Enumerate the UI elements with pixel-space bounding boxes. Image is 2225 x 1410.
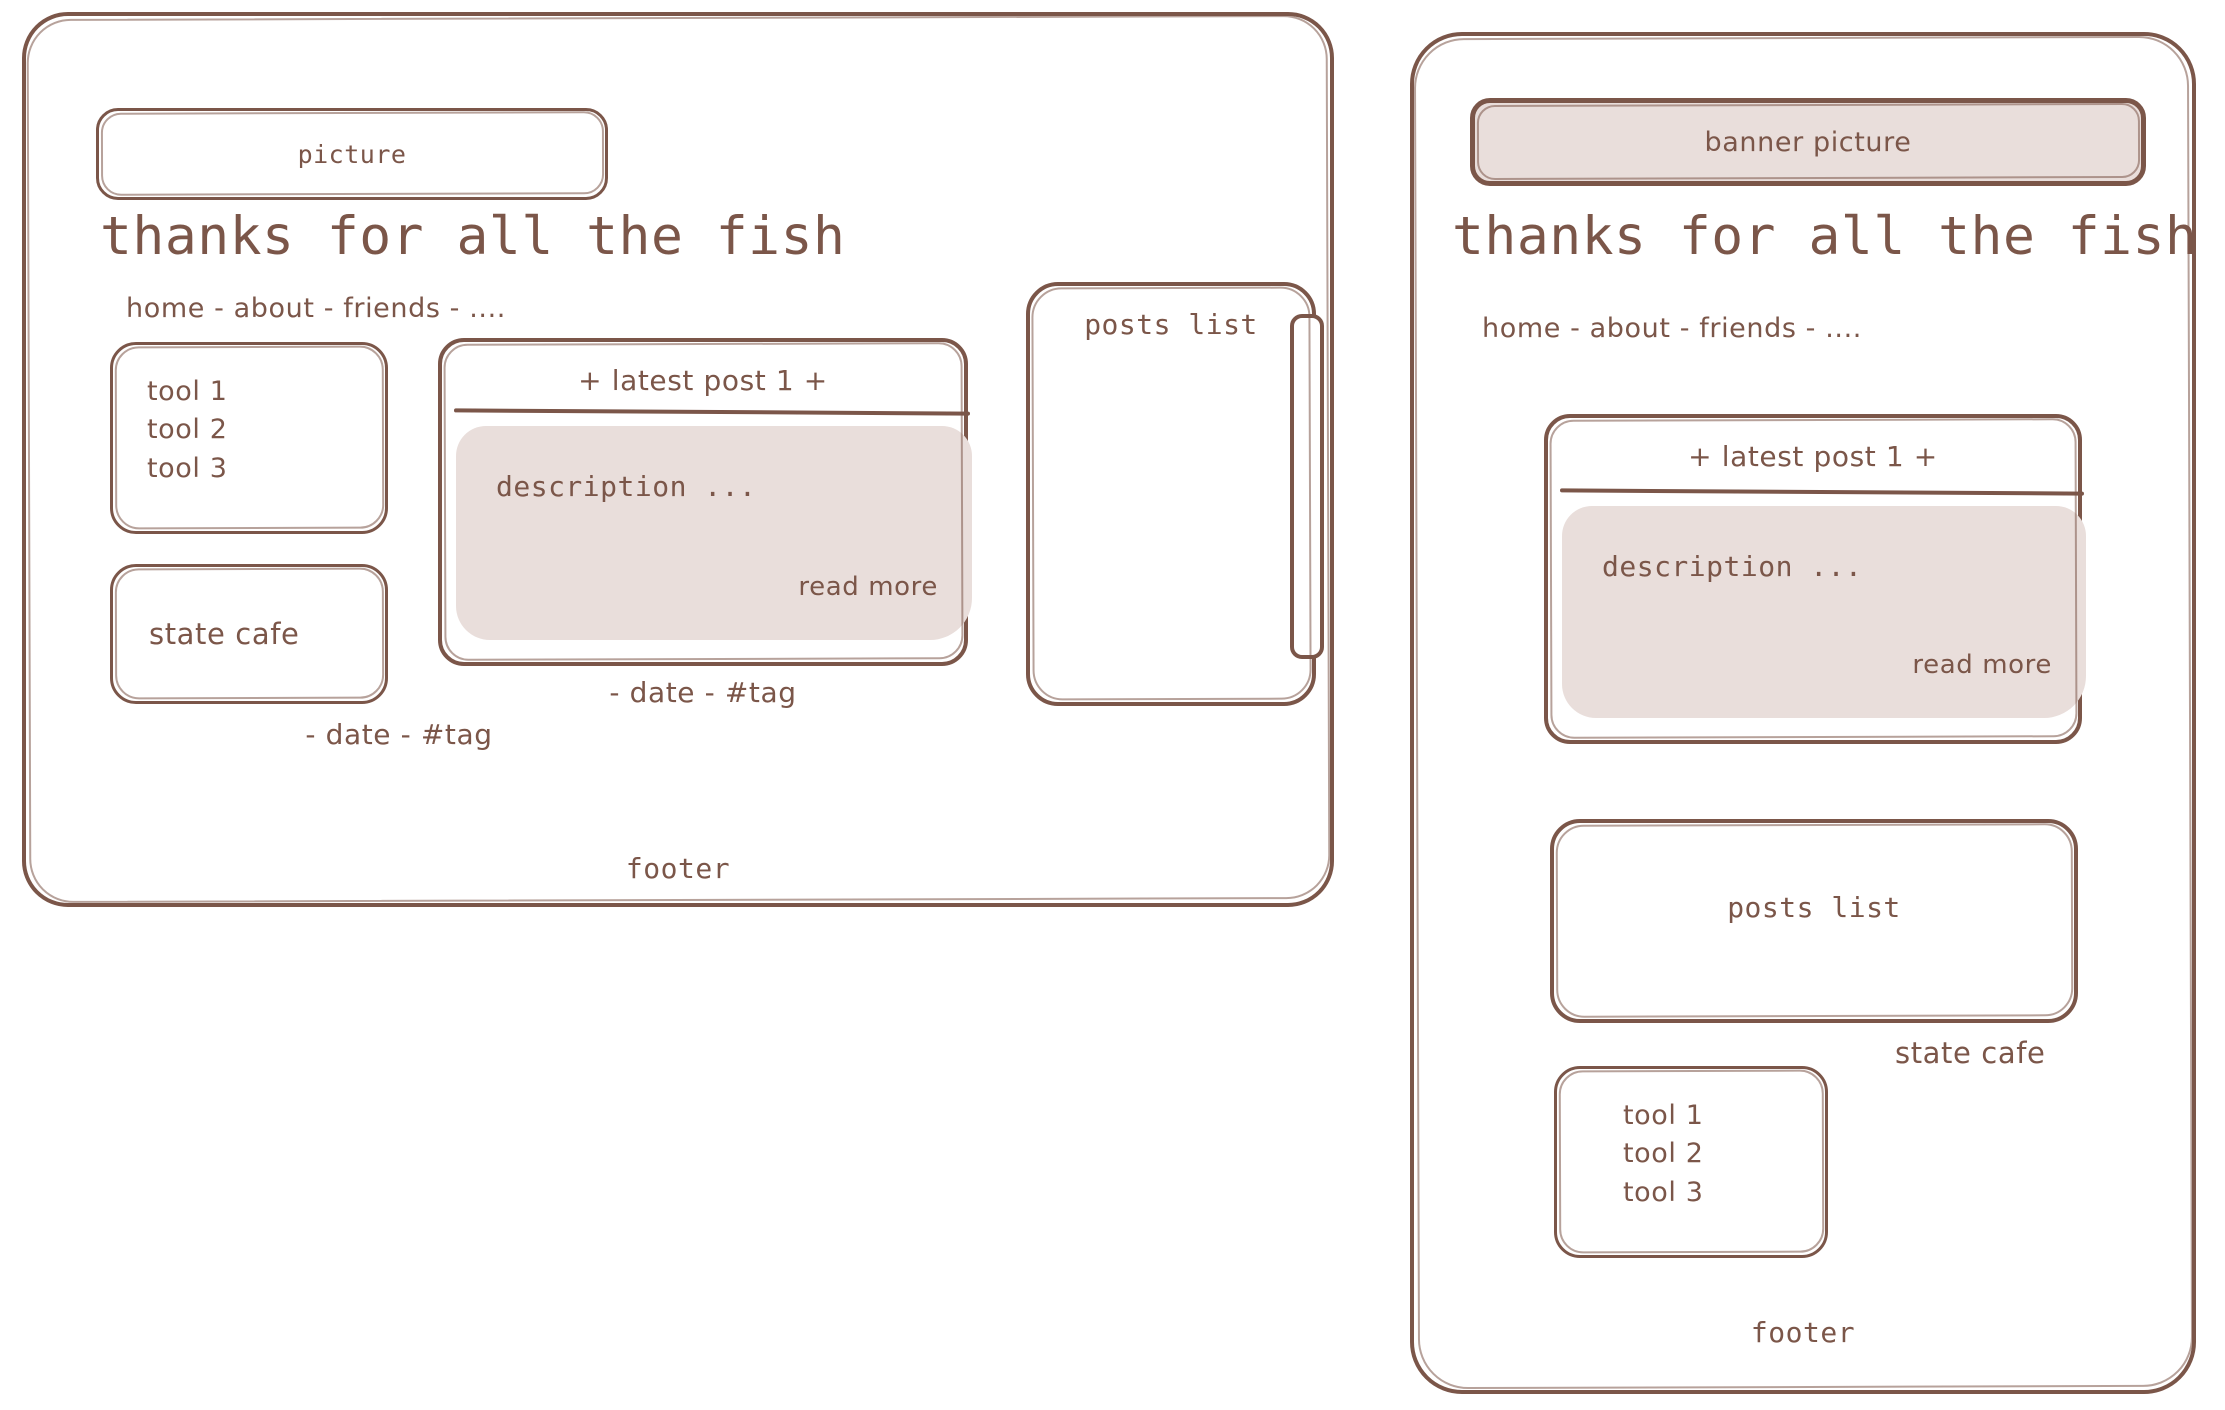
tools-panel[interactable]: tool 1 tool 2 tool 3 [1554,1066,1828,1258]
primary-nav[interactable]: home - about - friends - .... [1482,313,1862,344]
post-meta: - date - #tag [305,718,493,751]
posts-list-scrollbar[interactable] [1290,314,1324,659]
banner-label: banner picture [1704,126,1912,158]
posts-list-panel[interactable]: posts list [1550,819,2078,1023]
post-meta: - date - #tag [609,676,797,709]
read-more-link[interactable]: read more [1912,650,2052,680]
posts-list-panel[interactable]: posts list [1026,282,1324,706]
picture-label: picture [297,139,407,169]
state-cafe-panel[interactable]: state cafe [110,564,388,704]
primary-nav[interactable]: home - about - friends - .... [126,293,506,324]
post-description: description ... [496,470,757,503]
post-body: description ... read more [1562,506,2086,718]
footer-label: footer [1750,1316,1856,1349]
tool-item[interactable]: tool 2 [147,414,228,446]
tool-item[interactable]: tool 3 [147,452,228,484]
picture-placeholder[interactable]: picture [96,108,608,200]
tool-item[interactable]: tool 1 [147,376,228,407]
site-title: thanks for all the fish [100,206,846,267]
post-divider [453,408,971,416]
desktop-layout-frame: picture thanks for all the fish home - a… [22,12,1334,907]
state-cafe-label: state cafe [149,617,300,651]
latest-post-card[interactable]: + latest post 1 + description ... read m… [438,338,972,666]
posts-list-label: posts list [1727,891,1901,924]
post-body: description ... read more [456,426,972,640]
site-title: thanks for all the fish [1452,206,2198,267]
mobile-layout-frame: banner picture thanks for all the fish h… [1410,32,2198,1394]
post-title: + latest post 1 + [578,364,828,397]
posts-list-label: posts list [1084,308,1258,341]
post-divider [1559,488,2085,496]
footer-label: footer [625,852,731,885]
tool-item[interactable]: tool 3 [1623,1176,1704,1208]
post-title: + latest post 1 + [1688,440,1938,473]
state-cafe-label: state cafe [1895,1036,2046,1070]
read-more-link[interactable]: read more [798,572,938,602]
tools-panel[interactable]: tool 1 tool 2 tool 3 [110,342,388,534]
tool-item[interactable]: tool 2 [1623,1138,1704,1170]
latest-post-card[interactable]: + latest post 1 + description ... read m… [1544,414,2086,744]
banner-placeholder[interactable]: banner picture [1470,98,2146,186]
post-description: description ... [1602,550,1863,583]
tool-item[interactable]: tool 1 [1623,1100,1704,1131]
